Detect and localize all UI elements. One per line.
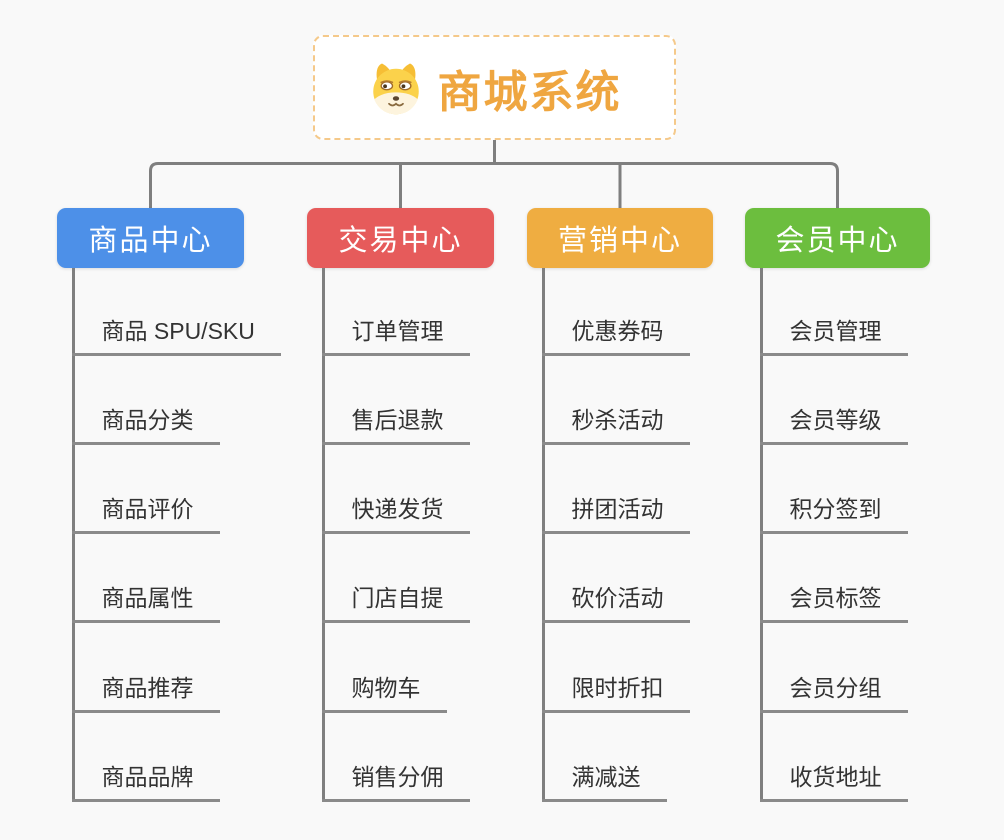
leaf-node-product-center-6[interactable]: 商品品牌 bbox=[71, 762, 220, 802]
leaf-node-transaction-center-6[interactable]: 销售分佣 bbox=[321, 762, 470, 802]
root-node[interactable]: 商城系统 bbox=[313, 35, 676, 140]
leaf-node-marketing-center-5[interactable]: 限时折扣 bbox=[541, 673, 690, 713]
leaf-node-member-center-6[interactable]: 收货地址 bbox=[759, 762, 908, 802]
leaf-node-marketing-center-4[interactable]: 砍价活动 bbox=[541, 583, 690, 623]
leaf-node-marketing-center-6[interactable]: 满减送 bbox=[541, 762, 667, 802]
branch-header-transaction-center[interactable]: 交易中心 bbox=[307, 208, 494, 268]
leaf-node-member-center-3[interactable]: 积分签到 bbox=[759, 494, 908, 534]
branch-trunk-member-center bbox=[759, 268, 763, 802]
branch-trunk-transaction-center bbox=[321, 268, 325, 802]
leaf-node-product-center-5[interactable]: 商品推荐 bbox=[71, 673, 220, 713]
leaf-node-marketing-center-2[interactable]: 秒杀活动 bbox=[541, 405, 690, 445]
root-title: 商城系统 bbox=[437, 67, 622, 117]
leaf-node-member-center-4[interactable]: 会员标签 bbox=[759, 583, 908, 623]
branch-header-product-center[interactable]: 商品中心 bbox=[57, 208, 244, 268]
leaf-node-transaction-center-1[interactable]: 订单管理 bbox=[321, 316, 470, 356]
leaf-node-member-center-5[interactable]: 会员分组 bbox=[759, 673, 908, 713]
leaf-node-transaction-center-3[interactable]: 快递发货 bbox=[321, 494, 470, 534]
leaf-node-member-center-2[interactable]: 会员等级 bbox=[759, 405, 908, 445]
branch-trunk-product-center bbox=[71, 268, 75, 802]
branch-header-marketing-center[interactable]: 营销中心 bbox=[527, 208, 713, 268]
leaf-node-transaction-center-4[interactable]: 门店自提 bbox=[321, 583, 470, 623]
leaf-node-product-center-1[interactable]: 商品 SPU/SKU bbox=[71, 316, 281, 356]
leaf-node-product-center-2[interactable]: 商品分类 bbox=[71, 405, 220, 445]
doge-icon bbox=[368, 60, 424, 116]
leaf-node-transaction-center-2[interactable]: 售后退款 bbox=[321, 405, 470, 445]
leaf-node-product-center-4[interactable]: 商品属性 bbox=[71, 583, 220, 623]
leaf-node-marketing-center-3[interactable]: 拼团活动 bbox=[541, 494, 690, 534]
leaf-node-marketing-center-1[interactable]: 优惠券码 bbox=[541, 316, 690, 356]
leaf-node-transaction-center-5[interactable]: 购物车 bbox=[321, 673, 447, 713]
branch-header-member-center[interactable]: 会员中心 bbox=[745, 208, 930, 268]
leaf-node-member-center-1[interactable]: 会员管理 bbox=[759, 316, 908, 356]
branch-trunk-marketing-center bbox=[541, 268, 545, 802]
leaf-node-product-center-3[interactable]: 商品评价 bbox=[71, 494, 220, 534]
